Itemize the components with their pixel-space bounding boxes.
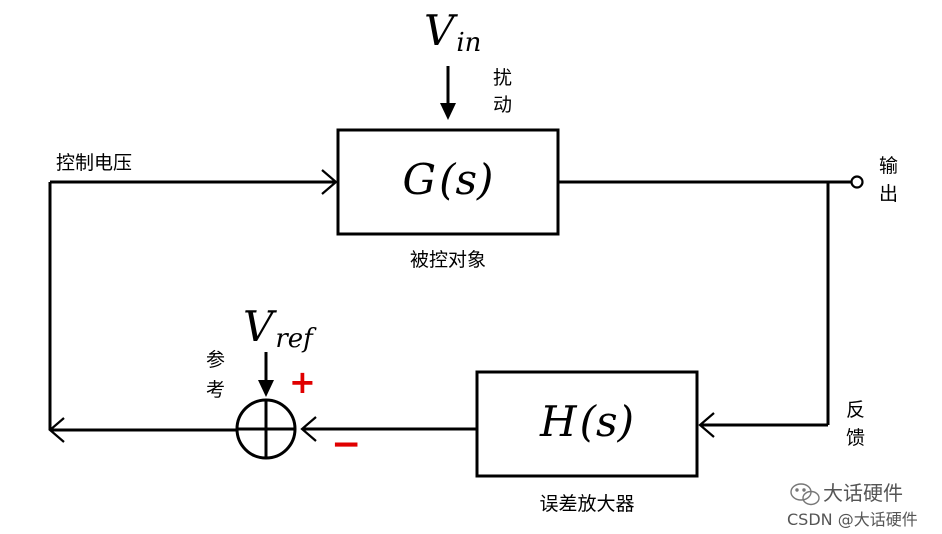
- vref-arrow-head: [258, 380, 274, 397]
- plant-input-arrow: [321, 169, 338, 195]
- feedback-label-2: 馈: [846, 427, 865, 449]
- amp-function: H(s): [539, 397, 634, 446]
- wechat-icon: [790, 483, 820, 506]
- plant-caption: 被控对象: [410, 249, 486, 271]
- vref-label: Vref: [243, 302, 317, 354]
- amp-input-arrow: [698, 412, 715, 438]
- reference-label-2: 考: [206, 379, 225, 401]
- plant-func-arg: (s): [439, 155, 493, 204]
- watermark-line2: CSDN @大话硬件: [787, 510, 918, 529]
- vin-sub: in: [456, 28, 481, 58]
- vin-base: V: [424, 6, 458, 55]
- feedback-label-1: 反: [846, 399, 865, 421]
- vref-sub: ref: [275, 324, 317, 354]
- amp-func-name: H: [539, 397, 578, 446]
- output-terminal: [850, 175, 864, 189]
- plant-func-name: G: [403, 155, 437, 204]
- output-label-2: 出: [879, 183, 898, 205]
- loop-return-arrow: [48, 417, 65, 443]
- disturbance-label-2: 动: [493, 94, 512, 116]
- sum-input-arrow: [300, 416, 317, 442]
- watermark: 大话硬件 CSDN @大话硬件: [787, 481, 918, 529]
- amp-caption: 误差放大器: [539, 493, 634, 515]
- minus-sign: −: [331, 424, 361, 465]
- disturbance-label-1: 扰: [493, 67, 512, 89]
- vin-label: Vin: [424, 6, 481, 58]
- vref-base: V: [243, 302, 277, 351]
- control-voltage-label: 控制电压: [56, 152, 132, 174]
- output-label-1: 输: [879, 155, 898, 177]
- reference-label-1: 参: [206, 349, 225, 371]
- watermark-line1: 大话硬件: [823, 481, 903, 505]
- vin-arrow-head: [440, 103, 456, 120]
- plus-sign: +: [289, 363, 316, 401]
- amp-block: [475, 370, 699, 478]
- plant-function: G(s): [403, 155, 494, 204]
- amp-func-arg: (s): [580, 397, 634, 446]
